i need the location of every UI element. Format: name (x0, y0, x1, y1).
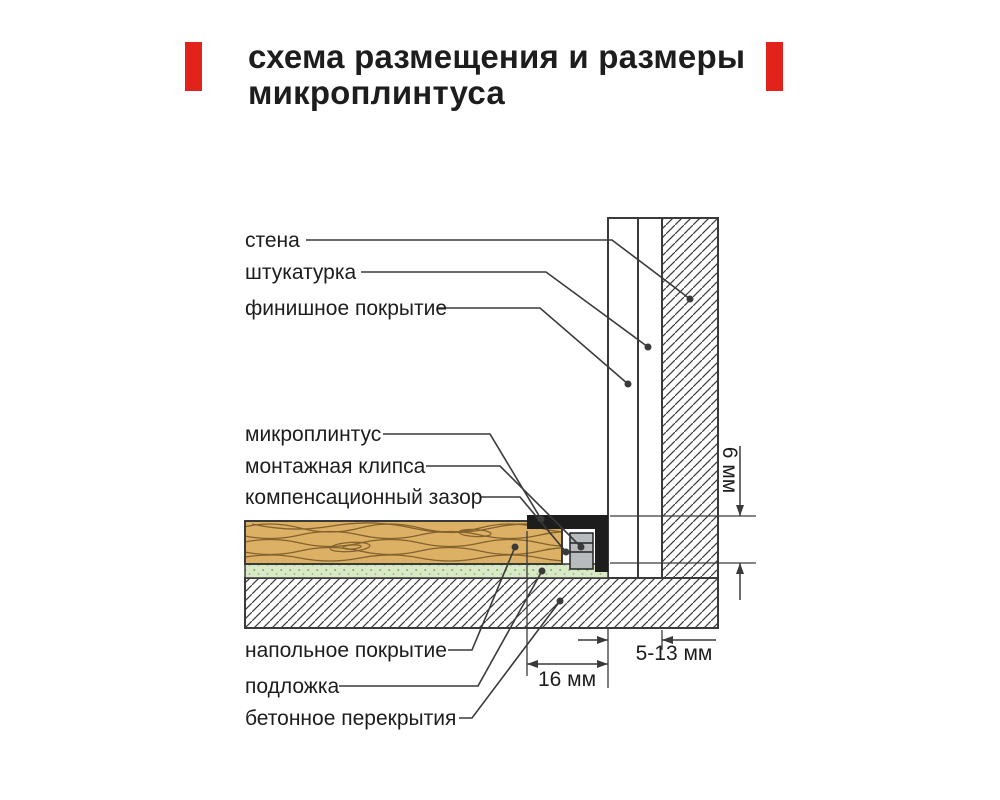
leader-plaster (361, 271, 652, 351)
dimension-wall-finish-thickness: 5-13 мм (578, 628, 716, 688)
wall-core (661, 217, 719, 579)
wall-finish-layer (607, 217, 639, 579)
label-expansion-gap: компенсационный зазор (245, 486, 482, 509)
title-accent-bar-left (185, 42, 202, 91)
label-floor-covering: напольное покрытие (245, 639, 447, 662)
leader-finish-coat (437, 307, 632, 388)
dim-label-wall-finish-thickness: 5-13 мм (636, 642, 713, 665)
page-title-line1: схема размещения и размеры (248, 38, 746, 75)
dim-label-skirting-height: 6 мм (718, 447, 741, 493)
label-finish-coat: финишное покрытие (245, 297, 447, 320)
page-title-line2: микроплинтуса (248, 74, 505, 111)
leader-concrete-slab (459, 597, 564, 719)
underlay-layer (244, 563, 609, 579)
leader-floor-covering (448, 543, 519, 651)
label-underlay: подложка (245, 675, 339, 698)
title-accent-bar-right (766, 42, 783, 91)
micro-skirting-profile (527, 515, 608, 572)
dimension-skirting-height: 6 мм (610, 446, 756, 600)
label-wall: стена (245, 229, 300, 252)
floor-covering (244, 520, 563, 565)
leader-underlay (339, 567, 546, 687)
label-mounting-clip: монтажная клипса (245, 455, 426, 478)
leader-wall (306, 239, 694, 303)
concrete-slab (244, 577, 719, 629)
leader-expansion-gap (481, 496, 570, 556)
wall-plaster-layer (637, 217, 663, 579)
label-concrete-slab: бетонное перекрытия (245, 707, 456, 730)
dim-label-skirting-depth: 16 мм (538, 668, 596, 691)
label-micro-skirting: микроплинтус (245, 423, 381, 446)
label-plaster: штукатурка (245, 261, 357, 284)
leader-mounting-clip (426, 465, 585, 551)
dimension-skirting-depth: 16 мм (526, 531, 608, 691)
leader-micro-skirting (383, 433, 545, 523)
